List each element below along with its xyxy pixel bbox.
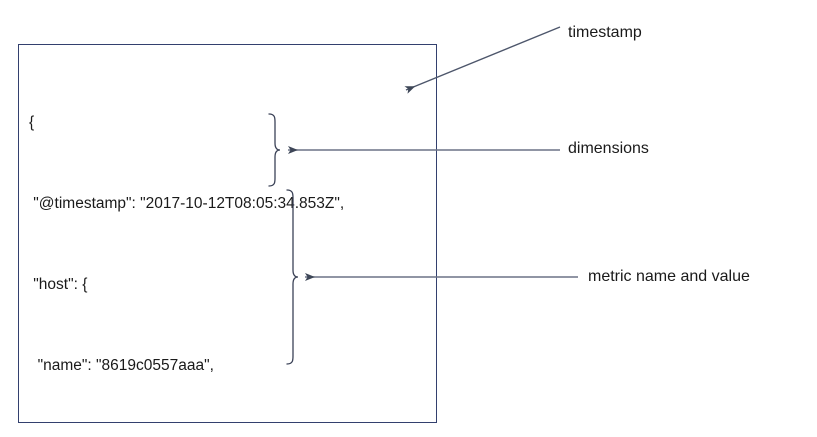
annotation-label-dimensions: dimensions bbox=[568, 140, 649, 157]
json-code-block: { "@timestamp": "2017-10-12T08:05:34.853… bbox=[29, 55, 344, 437]
json-line: { bbox=[29, 114, 35, 131]
json-line-timestamp: "@timestamp": "2017-10-12T08:05:34.853Z"… bbox=[29, 195, 345, 212]
json-document-box bbox=[18, 44, 437, 423]
json-line-host-id: "id": "instance-1" bbox=[29, 433, 344, 437]
json-line-host-name: "name": "8619c0557aaa", bbox=[29, 357, 214, 374]
annotation-label-metric: metric name and value bbox=[588, 268, 750, 285]
json-line-host-open: "host": { bbox=[29, 276, 88, 293]
annotation-label-timestamp: timestamp bbox=[568, 24, 642, 41]
